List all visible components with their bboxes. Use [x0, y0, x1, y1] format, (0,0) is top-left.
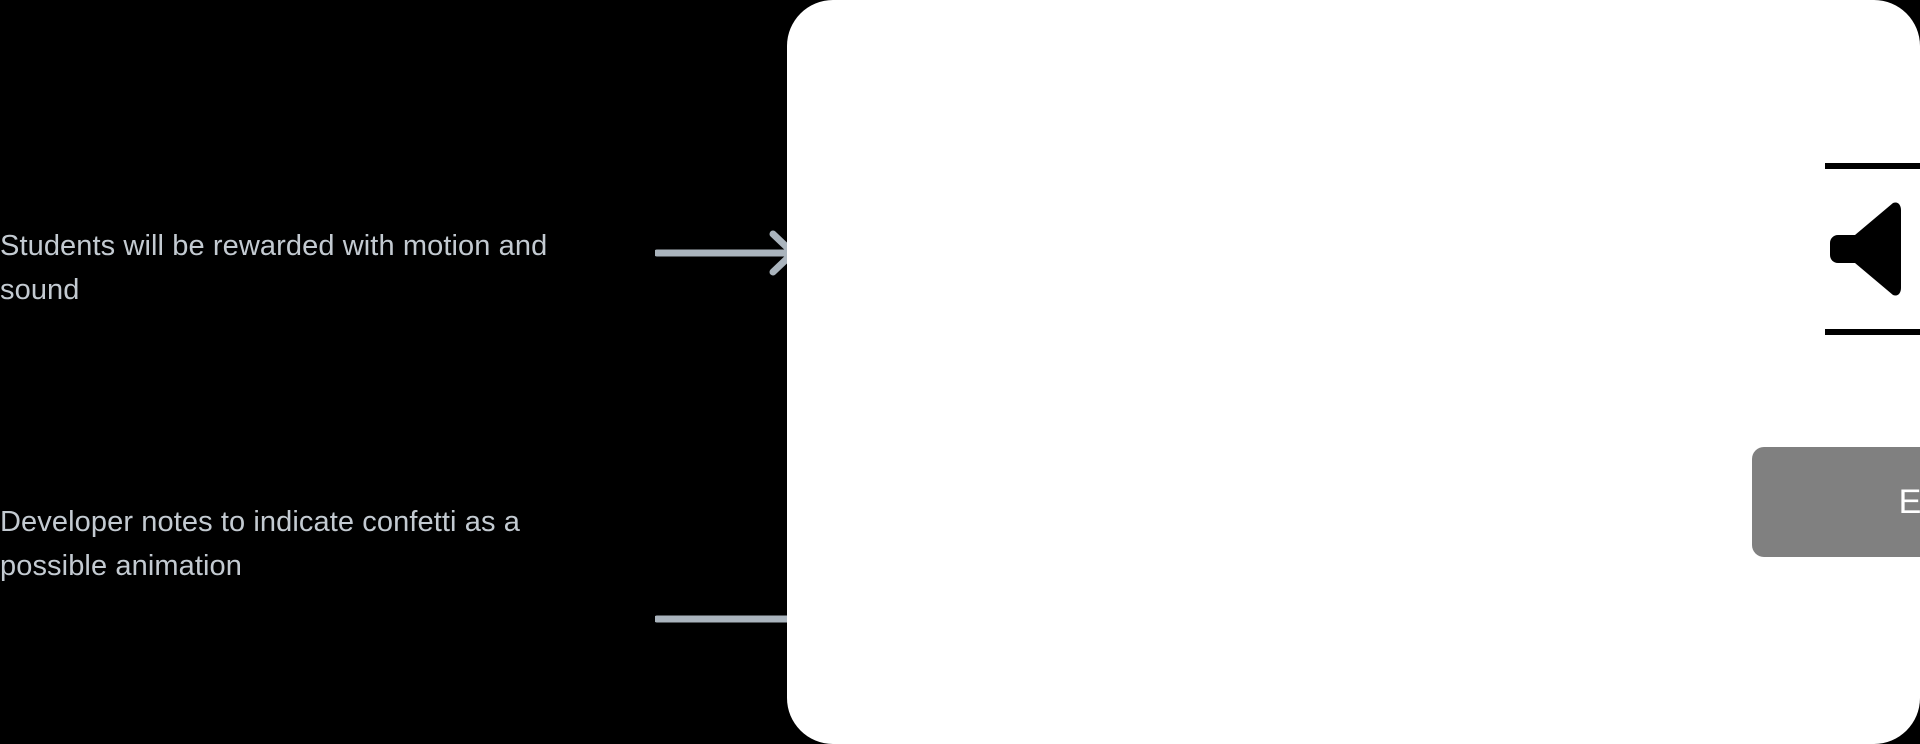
- annotation-developer-notes-confetti: Developer notes to indicate confetti as …: [0, 506, 520, 583]
- exit-button[interactable]: Exit: [1752, 447, 1920, 557]
- reward-modal-card: [Good job text] Exit Continue Playing (P…: [787, 0, 1920, 744]
- arrow-right-icon-motion: [655, 228, 805, 278]
- reward-banner: [Good job text]: [1825, 163, 1920, 335]
- annotation-motion-and-sound: Students will be rewarded with motion an…: [0, 230, 548, 307]
- banner-content: [Good job text]: [1825, 169, 1920, 329]
- banner-top-rule: [1825, 163, 1920, 169]
- speaker-icon[interactable]: [1830, 199, 1902, 299]
- banner-bottom-rule: [1825, 329, 1920, 335]
